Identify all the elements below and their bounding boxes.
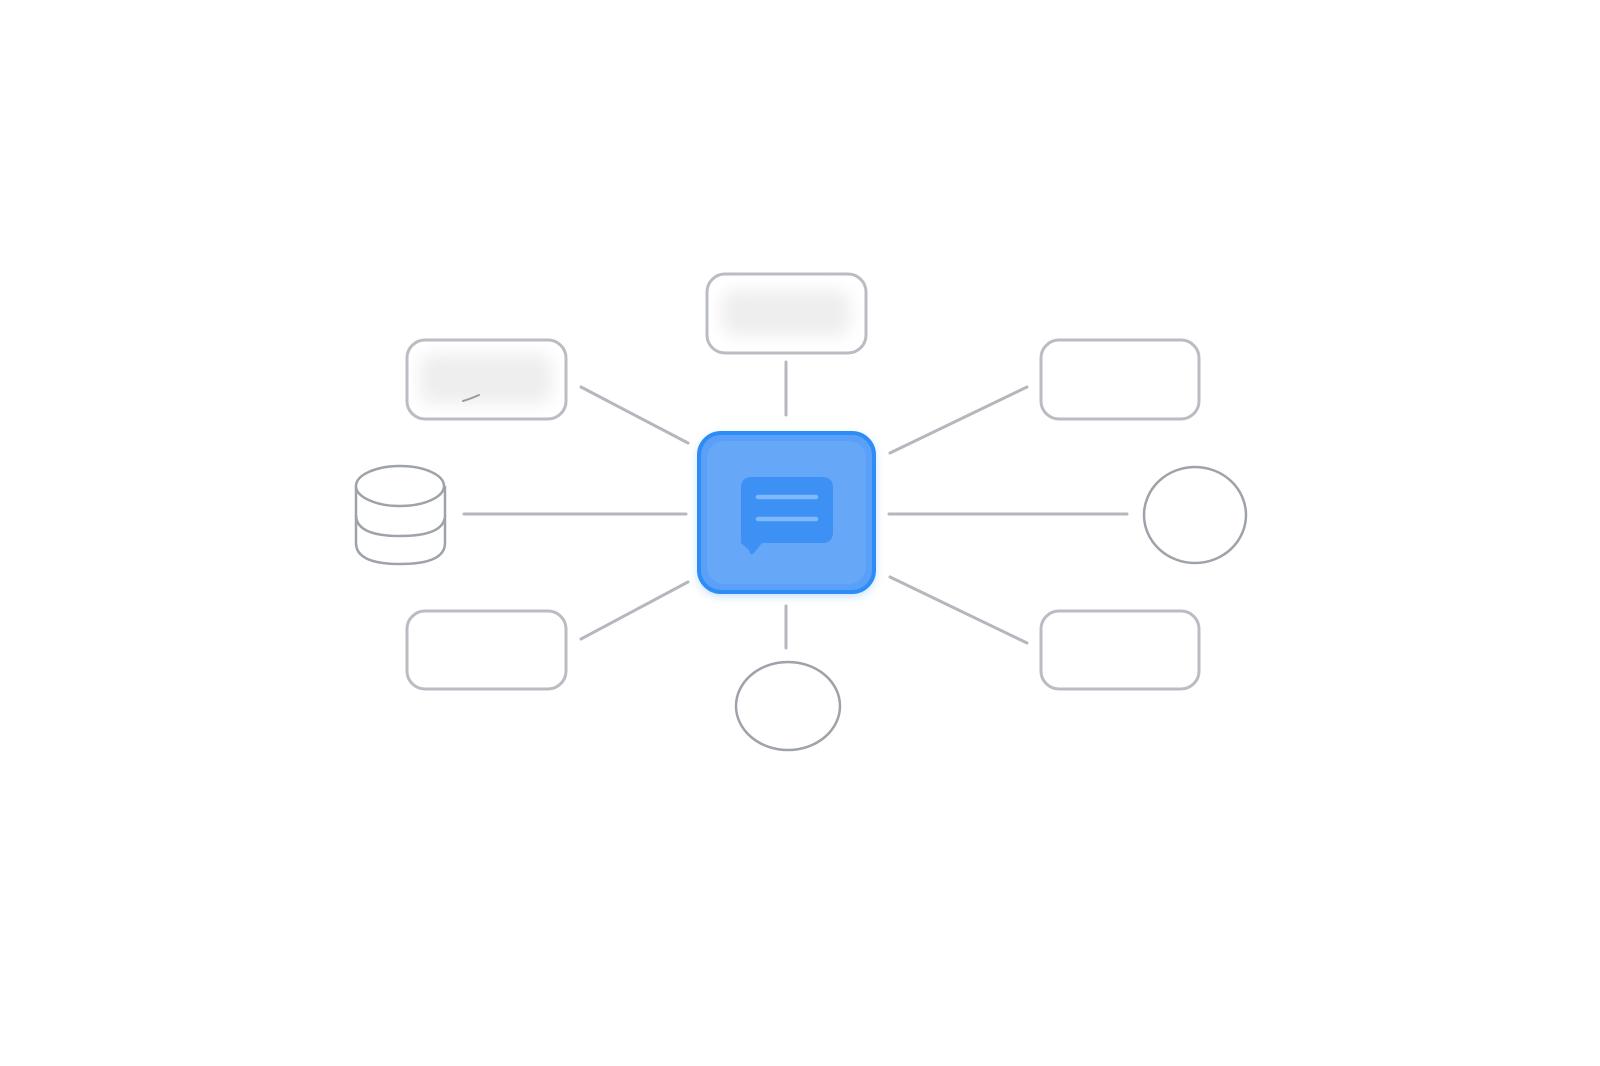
node-top[interactable] bbox=[705, 272, 868, 355]
node-right[interactable] bbox=[1142, 465, 1248, 565]
center-node[interactable] bbox=[697, 431, 876, 594]
node-bottom-left[interactable] bbox=[405, 609, 568, 691]
connector-top-left bbox=[579, 385, 690, 445]
node-top-right[interactable] bbox=[1039, 338, 1201, 421]
connector-top-right bbox=[888, 385, 1029, 455]
pen-mark-icon bbox=[462, 394, 480, 402]
chat-bubble-icon bbox=[741, 477, 833, 554]
connectors bbox=[462, 360, 1129, 650]
database-icon bbox=[354, 464, 447, 566]
connector-bottom-right bbox=[888, 575, 1029, 645]
node-left[interactable] bbox=[354, 464, 447, 566]
node-bottom-right[interactable] bbox=[1039, 609, 1201, 691]
connector-bottom-left bbox=[579, 580, 690, 641]
node-bottom[interactable] bbox=[734, 660, 842, 752]
node-top-left[interactable] bbox=[405, 338, 568, 421]
